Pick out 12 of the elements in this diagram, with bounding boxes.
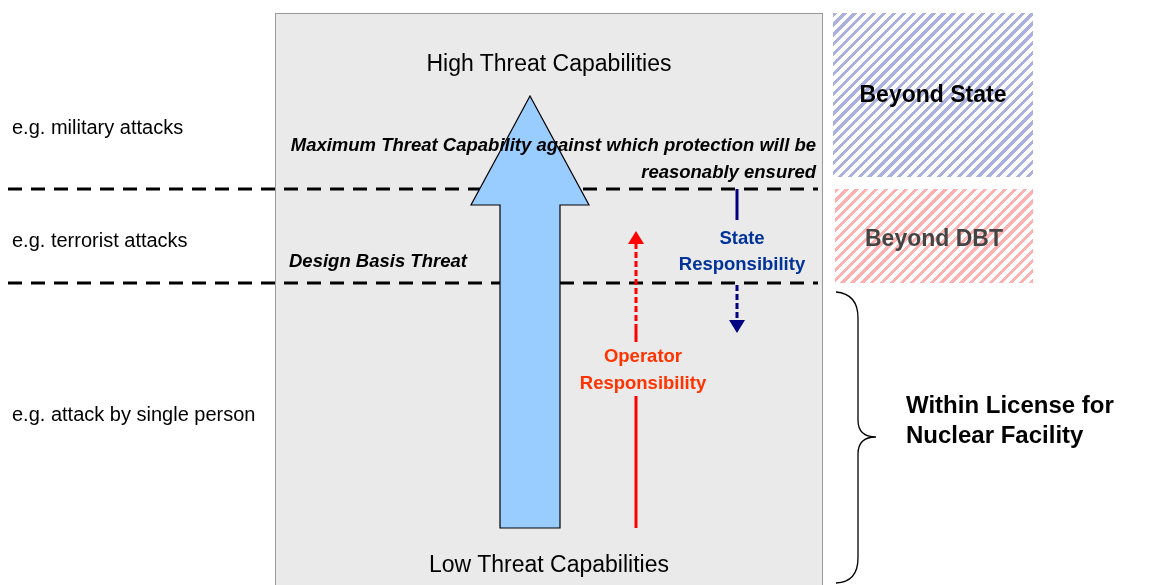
- arrow-label: State Responsibility: [677, 226, 807, 276]
- hatched-box: [835, 189, 1033, 283]
- heading-text: High Threat Capabilities: [425, 50, 673, 77]
- heading-text: Beyond DBT: [864, 225, 1004, 252]
- threshold-label: Design Basis Threat: [289, 250, 467, 272]
- hatched-box: [833, 13, 1033, 177]
- side-note: e.g. attack by single person: [12, 403, 256, 426]
- side-note: e.g. terrorist attacks: [12, 229, 188, 252]
- heading-text: Low Threat Capabilities: [428, 551, 670, 578]
- heading-text: Beyond State: [858, 81, 1008, 108]
- side-note: e.g. military attacks: [12, 116, 184, 139]
- brace-label: Within License for Nuclear Facility: [906, 390, 1115, 450]
